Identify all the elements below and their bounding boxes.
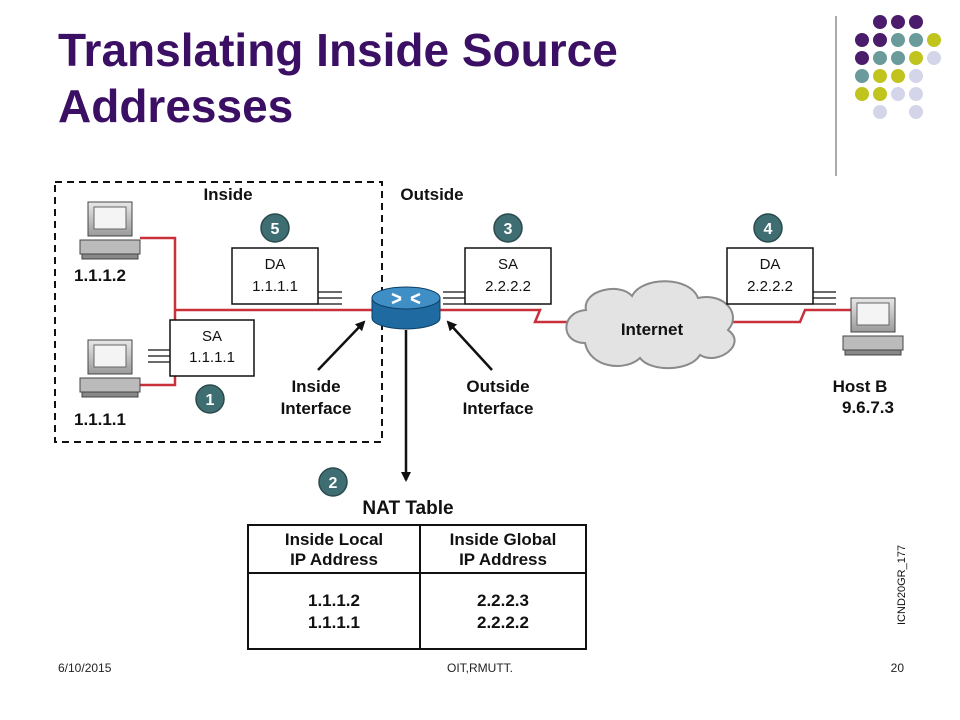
computer-icon	[79, 201, 141, 260]
inside-zone-label: Inside	[203, 185, 252, 204]
packet-field: SA	[498, 256, 518, 273]
decorative-dot	[855, 87, 869, 101]
internet-link-hostb	[720, 308, 852, 324]
figure-code: ICND20GR_177	[896, 545, 908, 625]
inside-link	[140, 236, 177, 387]
nat-header-local-2: IP Address	[290, 550, 378, 569]
router-icon	[371, 286, 441, 330]
decorative-dot	[855, 69, 869, 83]
outside-zone-label: Outside	[400, 185, 463, 204]
packet-value: 2.2.2.2	[485, 278, 531, 295]
decorative-dot	[909, 33, 923, 47]
packet-field: DA	[760, 256, 781, 273]
nat-table-title: NAT Table	[362, 498, 453, 519]
packet-box-step-1: SA 1.1.1.1	[148, 319, 255, 377]
step-number: 2	[329, 475, 338, 492]
packet-box-step-4: DA 2.2.2.2	[726, 247, 836, 305]
decorative-dot	[909, 69, 923, 83]
decorative-dot	[891, 69, 905, 83]
packet-box-step-3: SA 2.2.2.2	[443, 247, 552, 305]
step-badge-5: 5	[260, 213, 290, 243]
decorative-dot	[873, 15, 887, 29]
inside-interface-arrow	[317, 320, 366, 371]
decorative-dot	[927, 51, 941, 65]
decorative-dot	[873, 51, 887, 65]
decorative-dot	[909, 105, 923, 119]
packet-value: 2.2.2.2	[747, 278, 793, 295]
outside-link	[440, 308, 580, 324]
nat-header-local: Inside Local	[285, 530, 383, 549]
nat-cell: 1.1.1.2	[308, 591, 360, 610]
packet-value: 1.1.1.1	[189, 349, 235, 366]
nat-cell: 1.1.1.1	[308, 613, 360, 632]
nat-header-global: Inside Global	[450, 530, 557, 549]
footer-center: OIT,RMUTT.	[447, 661, 513, 675]
decorative-dot	[927, 33, 941, 47]
packet-value: 1.1.1.1	[252, 278, 298, 295]
decorative-dot	[891, 15, 905, 29]
step-number: 3	[504, 221, 513, 238]
decorative-dot-grid	[855, 15, 941, 119]
decorative-dot	[909, 87, 923, 101]
host-a-address: 1.1.1.2	[74, 266, 126, 285]
decorative-dot	[891, 33, 905, 47]
host-b-name: Host B	[833, 377, 888, 396]
decorative-dot	[873, 33, 887, 47]
packet-box-step-5: DA 1.1.1.1	[231, 247, 342, 305]
decorative-dot	[909, 15, 923, 29]
decorative-dot	[873, 105, 887, 119]
computer-icon	[842, 297, 904, 356]
internet-label: Internet	[621, 320, 684, 339]
step-number: 4	[764, 221, 773, 238]
step-badge-1: 1	[195, 384, 225, 414]
host-b-address: 9.6.7.3	[842, 398, 894, 417]
outside-interface-label-2: Interface	[463, 399, 534, 418]
inside-interface-label: Inside	[291, 377, 340, 396]
network-links	[140, 236, 852, 387]
decorative-dot	[909, 51, 923, 65]
step-badge-2: 2	[318, 467, 348, 497]
packet-field: SA	[202, 328, 222, 345]
decorative-dot	[855, 51, 869, 65]
footer-page-number: 20	[890, 661, 904, 675]
decorative-dot	[855, 33, 869, 47]
decorative-dot	[873, 69, 887, 83]
internet-cloud-icon	[565, 280, 736, 370]
computer-icon	[79, 339, 141, 398]
slide-title: Translating Inside Source Addresses	[58, 24, 618, 132]
footer-date: 6/10/2015	[58, 661, 112, 675]
step-number: 5	[271, 221, 280, 238]
outside-interface-label: Outside	[466, 377, 529, 396]
step-badge-4: 4	[753, 213, 783, 243]
host-c-address: 1.1.1.1	[74, 410, 126, 429]
outside-interface-arrow	[446, 320, 493, 371]
decorative-dot	[891, 51, 905, 65]
nat-cell: 2.2.2.3	[477, 591, 529, 610]
inside-interface-label-2: Interface	[281, 399, 352, 418]
nat-cell: 2.2.2.2	[477, 613, 529, 632]
step-badge-3: 3	[493, 213, 523, 243]
decorative-dot	[873, 87, 887, 101]
nat-table	[247, 524, 587, 650]
decorative-dot	[891, 87, 905, 101]
step-number: 1	[206, 392, 215, 409]
nat-header-global-2: IP Address	[459, 550, 547, 569]
packet-field: DA	[265, 256, 286, 273]
